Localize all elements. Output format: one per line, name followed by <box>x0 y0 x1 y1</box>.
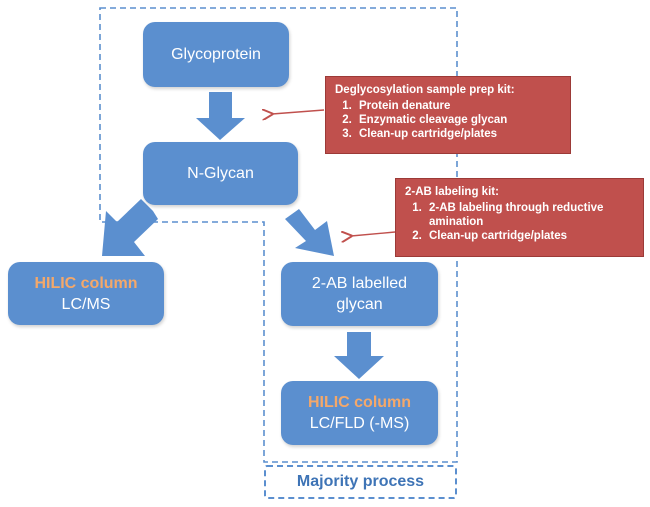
deglycosylation-step: Clean-up cartridge/plates <box>355 127 564 141</box>
hilic-left-text: LC/MS <box>61 295 111 313</box>
labeling-kit-list: 2-AB labeling through reductive aminatio… <box>405 201 637 243</box>
nglycan-label: N-Glycan <box>187 165 254 182</box>
glycoprotein-box: Glycoprotein <box>143 22 289 87</box>
deglycosylation-step: Protein denature <box>355 99 564 113</box>
deglycosylation-kit-list: Protein denature Enzymatic cleavage glyc… <box>335 99 564 141</box>
labeling-kit-title: 2-AB labeling kit: <box>405 186 499 198</box>
majority-process-label: Majority process <box>264 465 457 499</box>
hilic-bottom-highlight: HILIC column <box>307 394 412 411</box>
arrow-nglycan-to-labelled <box>285 209 334 256</box>
glycoprotein-label: Glycoprotein <box>171 46 261 63</box>
hilic-lcms-box: HILIC column LC/MS <box>8 262 164 325</box>
deglycosylation-step: Enzymatic cleavage glycan <box>355 113 564 127</box>
hilic-left-highlight: HILIC column <box>34 274 138 292</box>
labeling-step: Clean-up cartridge/plates <box>425 229 637 243</box>
hilic-lcfld-box: HILIC column LC/FLD (-MS) <box>281 381 438 445</box>
pointer-labeling <box>351 232 396 236</box>
labeling-kit-box: 2-AB labeling kit: 2-AB labeling through… <box>395 178 644 257</box>
arrow-glycoprotein-to-nglycan <box>196 92 245 140</box>
nglycan-box: N-Glycan <box>143 142 298 205</box>
labelled-line2: glycan <box>336 296 383 313</box>
arrow-nglycan-to-hilic <box>102 199 158 256</box>
deglycosylation-kit-box: Deglycosylation sample prep kit: Protein… <box>325 76 571 154</box>
deglycosylation-kit-title: Deglycosylation sample prep kit: <box>335 84 515 96</box>
arrow-labelled-to-hilic <box>334 332 384 379</box>
hilic-bottom-text: LC/FLD (-MS) <box>309 415 410 432</box>
pointer-deglycosylation <box>272 110 325 114</box>
labelled-glycan-box: 2-AB labelled glycan <box>281 262 438 326</box>
labelled-line1: 2-AB labelled <box>311 275 408 292</box>
majority-boundary <box>99 7 458 463</box>
labeling-step: 2-AB labeling through reductive aminatio… <box>425 201 637 229</box>
